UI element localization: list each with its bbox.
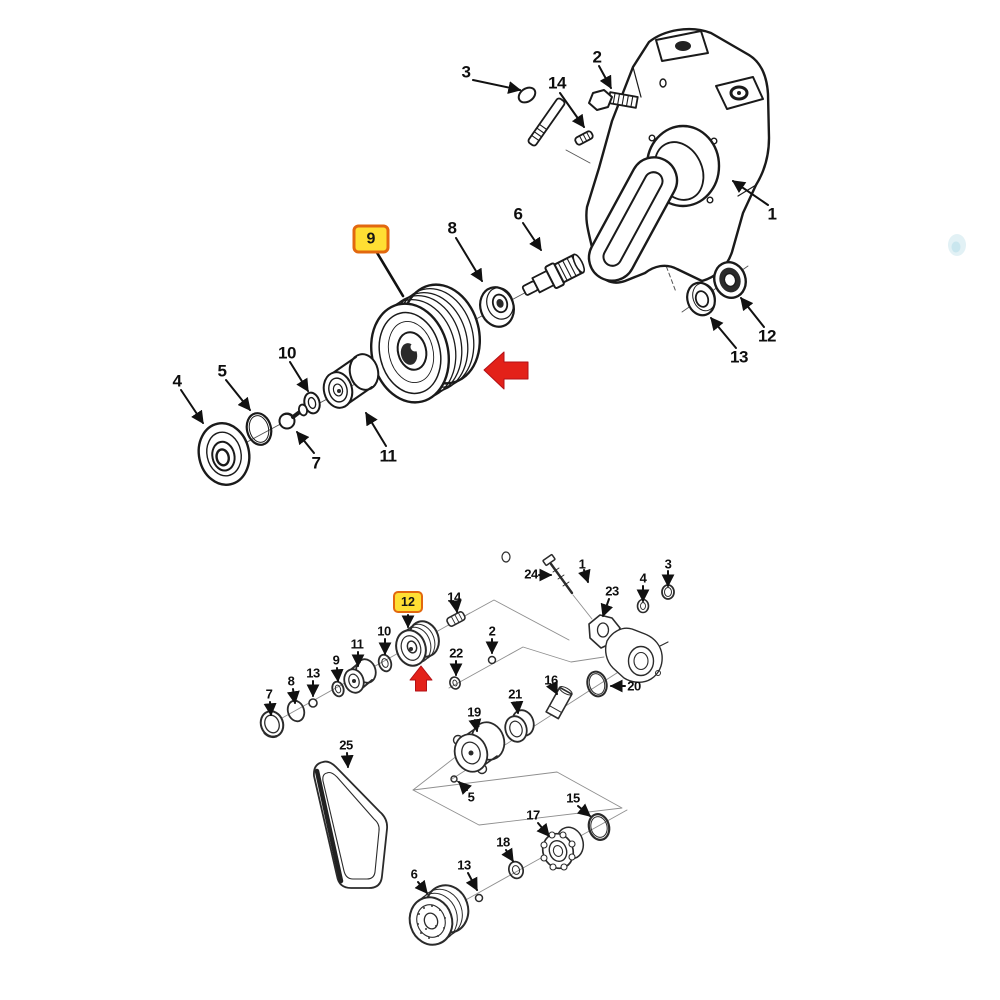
callout-bot-2: 2 <box>488 623 496 639</box>
highlight-box-12: 12 <box>393 591 423 613</box>
cylinder-part-16 <box>545 686 573 720</box>
bolt-part-3 <box>517 86 566 147</box>
callout-top-14: 14 <box>548 73 566 93</box>
callout-bot-5: 5 <box>467 789 475 805</box>
gear-pulley-part-6b <box>408 884 470 946</box>
ball-part-2b <box>487 655 497 665</box>
bearing-part-8 <box>479 286 515 328</box>
hub-part-19 <box>452 721 506 775</box>
callout-top-13: 13 <box>730 347 748 367</box>
bolt-part-24 <box>501 551 574 595</box>
washer-part-13 <box>686 281 716 317</box>
spindle-part-6 <box>521 253 586 296</box>
bottom-exploded-diagram <box>259 551 675 946</box>
callout-bot-14: 14 <box>447 589 461 605</box>
highlight-arrow-left-icon <box>483 351 529 390</box>
toothed-hub-part-17 <box>540 826 585 871</box>
callout-bot-8: 8 <box>287 673 295 689</box>
scan-smudge <box>948 234 966 256</box>
o-ring-part-8b <box>286 699 306 723</box>
callout-top-12: 12 <box>758 326 776 346</box>
drive-belt-part-25 <box>313 760 389 889</box>
o-ring-part-20 <box>586 670 608 698</box>
ring-part-18 <box>507 860 525 880</box>
pin-part-14b <box>446 611 466 627</box>
callout-top-3: 3 <box>461 62 471 82</box>
callout-bot-19: 19 <box>467 704 481 720</box>
callout-top-6: 6 <box>513 204 523 224</box>
bottom-leader-arrows <box>263 568 675 895</box>
callout-top-4: 4 <box>172 371 182 391</box>
callout-top-1: 1 <box>767 204 777 224</box>
cap-part-7b <box>259 710 285 739</box>
top-exploded-diagram <box>180 27 966 486</box>
cap-part-4 <box>197 422 251 486</box>
callout-bot-11: 11 <box>350 636 364 652</box>
ring-part-9b <box>331 680 345 698</box>
callout-bot-10: 10 <box>377 623 391 639</box>
callout-bot-13: 13 <box>306 665 320 681</box>
callout-bot-18: 18 <box>496 834 510 850</box>
callout-bot-23: 23 <box>605 583 619 599</box>
washer-part-10 <box>303 391 321 415</box>
fan-pulley-part-9 <box>369 283 482 404</box>
callout-bot-7: 7 <box>265 686 273 702</box>
callout-bot-24: 24 <box>524 566 538 582</box>
callout-bot-16: 16 <box>544 672 558 688</box>
ring-part-10b <box>377 653 393 673</box>
callout-bot-20: 20 <box>627 678 641 694</box>
nut-part-12 <box>713 261 747 299</box>
callout-bot-17: 17 <box>526 807 540 823</box>
ball-part-13b <box>308 698 318 708</box>
callout-top-10: 10 <box>278 343 296 363</box>
o-ring-part-15 <box>587 813 611 841</box>
highlight-arrow-up-icon <box>409 665 433 692</box>
ring-part-22 <box>449 676 461 690</box>
ball-part-13c <box>474 893 484 903</box>
bearing-part-11b <box>343 658 377 694</box>
bearing-part-11 <box>322 353 380 409</box>
callout-bot-3: 3 <box>664 556 672 572</box>
highlight-box-9: 9 <box>352 224 390 254</box>
pin-part-14 <box>574 130 594 146</box>
callout-top-7: 7 <box>311 453 321 473</box>
callout-bot-15: 15 <box>566 790 580 806</box>
callout-bot-9: 9 <box>332 652 340 668</box>
top-leader-arrows <box>180 65 769 454</box>
callout-bot-21: 21 <box>508 686 522 702</box>
callout-bot-13b: 13 <box>457 857 471 873</box>
bolt-part-2 <box>588 89 639 111</box>
callout-top-5: 5 <box>217 361 227 381</box>
callout-bot-1: 1 <box>578 556 586 572</box>
bearing-part-21 <box>504 709 535 743</box>
o-ring-part-5 <box>245 412 273 446</box>
callout-bot-22: 22 <box>449 645 463 661</box>
callout-bot-4: 4 <box>639 570 647 586</box>
callout-bot-6: 6 <box>410 866 418 882</box>
pump-body <box>604 627 669 683</box>
bolt-part-7 <box>278 403 309 430</box>
ring-part-3b <box>661 584 675 600</box>
slotted-arm <box>587 156 679 282</box>
callout-top-2: 2 <box>592 47 602 67</box>
callout-top-11: 11 <box>379 446 397 466</box>
idler-pulley-part-12 <box>395 620 440 667</box>
callout-bot-25: 25 <box>339 737 353 753</box>
callout-top-8: 8 <box>447 218 457 238</box>
